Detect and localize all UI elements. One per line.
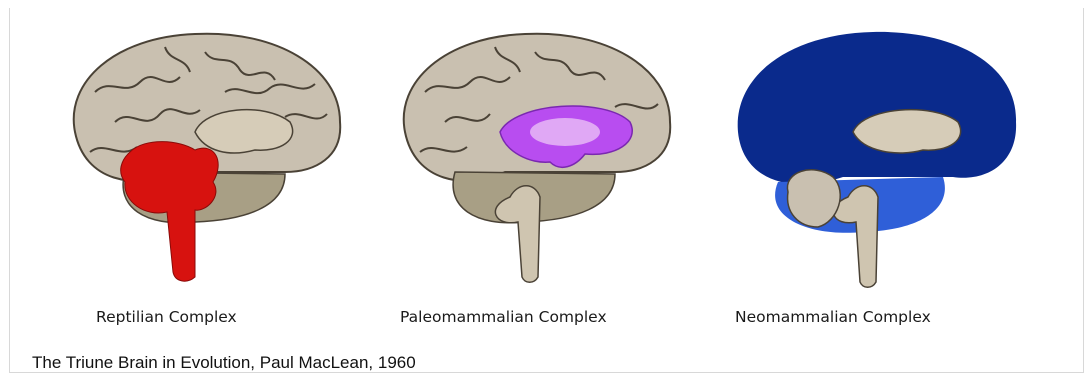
- neomammalian-brain-panel: [733, 22, 1033, 302]
- limbic-inner: [530, 118, 600, 146]
- paleomammalian-brain-illustration: [390, 22, 690, 302]
- cerebellum-gray: [787, 170, 840, 227]
- neomammalian-label: Neomammalian Complex: [735, 308, 1035, 326]
- figure-caption: The Triune Brain in Evolution, Paul MacL…: [32, 353, 416, 373]
- neomammalian-brain-illustration: [733, 22, 1033, 302]
- reptilian-brain-panel: [55, 22, 355, 302]
- reptilian-brain-illustration: [55, 22, 355, 302]
- paleomammalian-label: Paleomammalian Complex: [400, 308, 700, 326]
- reptilian-label: Reptilian Complex: [96, 308, 396, 326]
- paleomammalian-brain-panel: [390, 22, 690, 302]
- neocortex-highlight: [738, 32, 1016, 184]
